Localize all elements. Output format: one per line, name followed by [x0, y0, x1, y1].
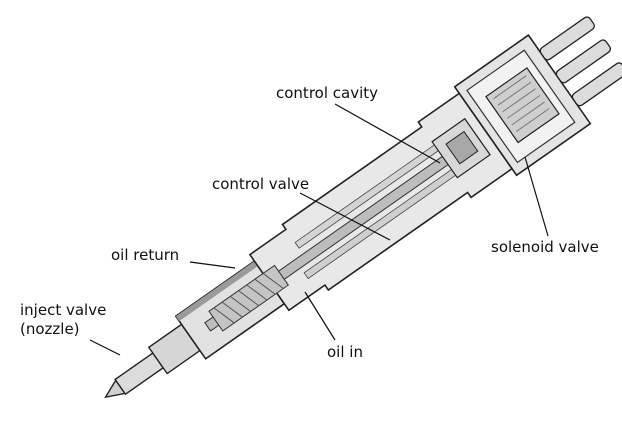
nozzle-nut-shade	[175, 261, 258, 322]
label-inject-valve: inject valve	[20, 301, 107, 319]
label-control-valve: control valve	[212, 175, 310, 193]
nozzle-needle-body	[114, 352, 165, 396]
connector-pin-2	[555, 39, 612, 84]
label-solenoid-valve: solenoid valve	[491, 238, 599, 256]
solenoid-winding	[493, 75, 550, 132]
solenoid-coil	[485, 67, 560, 144]
leader-oil-return	[189, 261, 236, 269]
injector-body	[104, 16, 622, 399]
connector-pin-3	[571, 62, 622, 107]
label-control-cavity: control cavity	[276, 84, 379, 102]
connector-pin-1	[539, 16, 595, 61]
leader-oil-in	[304, 291, 336, 341]
leader-solenoid-valve	[524, 156, 549, 237]
label-oil-return: oil return	[111, 246, 180, 264]
spring-coils	[213, 273, 284, 324]
control-valve-piston	[445, 130, 479, 165]
leader-lines	[89, 103, 549, 356]
leader-control-valve	[299, 192, 391, 241]
label-oil-in: oil in	[327, 343, 363, 361]
label-nozzle: (nozzle)	[20, 320, 80, 338]
leader-inject-valve	[89, 339, 121, 356]
leader-control-cavity	[334, 103, 441, 164]
